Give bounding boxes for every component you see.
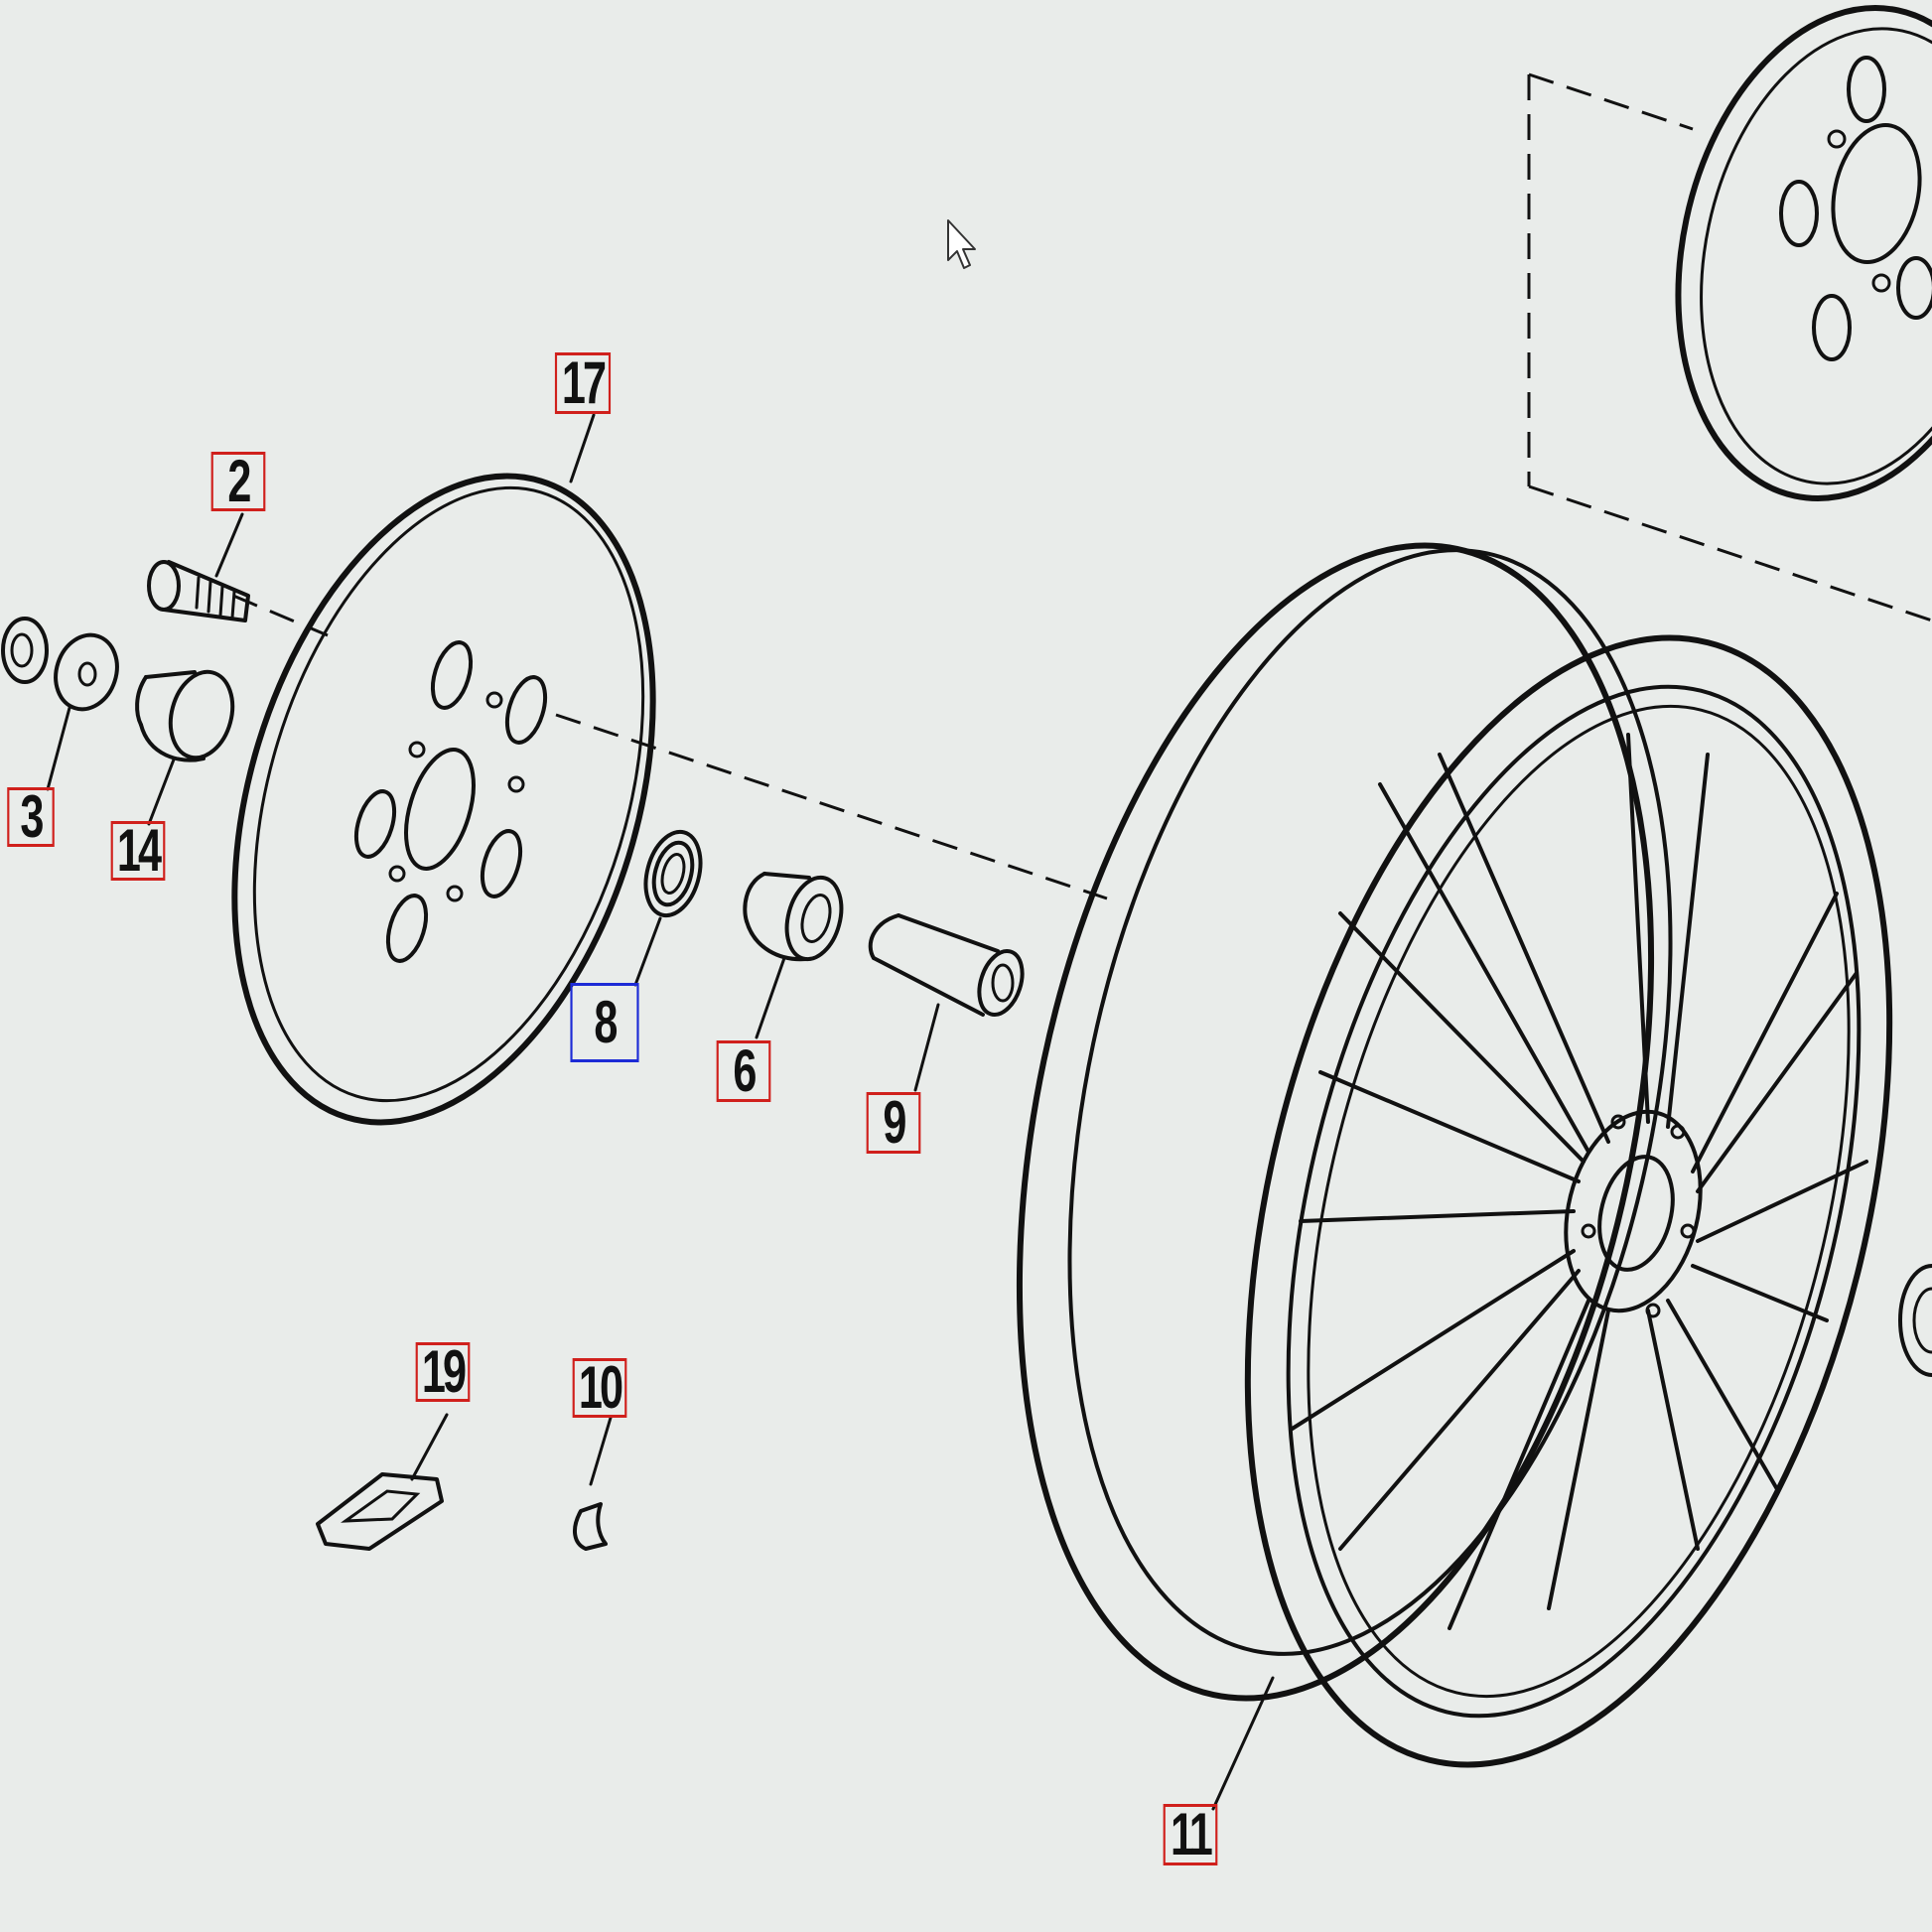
spacer-part — [135, 669, 235, 762]
bearing-part — [743, 872, 844, 962]
brake-disc-part — [231, 473, 656, 1126]
oil-seal-part — [643, 829, 703, 918]
callout-8[interactable]: 8 — [570, 983, 639, 1062]
axis-line-right — [555, 713, 1108, 900]
hub-nut-partial — [1898, 1264, 1932, 1377]
bolt-part — [147, 560, 250, 622]
callout-6[interactable]: 6 — [716, 1040, 771, 1102]
callout-3[interactable]: 3 — [7, 787, 55, 847]
callout-9[interactable]: 9 — [866, 1092, 921, 1154]
wheel-part — [1016, 542, 1893, 1811]
callout-10[interactable]: 10 — [572, 1358, 627, 1418]
callout-14[interactable]: 14 — [110, 821, 166, 881]
leader-lines — [46, 413, 940, 1486]
valve-clip-part — [573, 1502, 608, 1551]
mouse-pointer-icon — [947, 219, 976, 269]
callout-2[interactable]: 2 — [210, 452, 266, 511]
axle-collar-part — [868, 913, 1025, 1017]
nut-part — [1, 617, 49, 684]
reference-disc-inset — [1527, 5, 1932, 622]
valve-pad-part — [316, 1472, 444, 1551]
washer-part — [54, 632, 119, 712]
callout-17[interactable]: 17 — [554, 352, 612, 414]
callout-11[interactable]: 11 — [1163, 1804, 1218, 1865]
callout-19[interactable]: 19 — [415, 1342, 471, 1402]
